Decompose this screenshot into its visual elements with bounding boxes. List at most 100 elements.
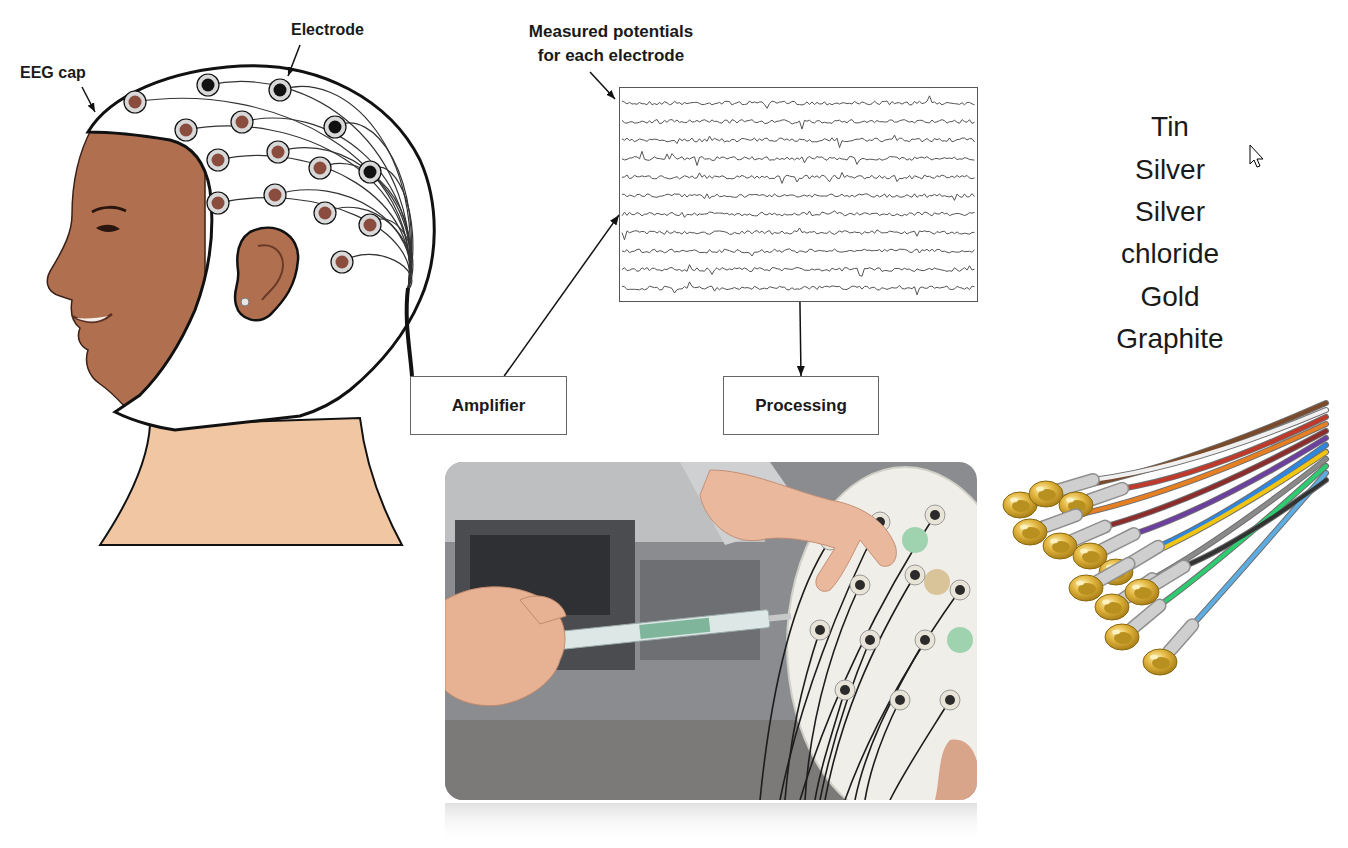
photo-content xyxy=(445,462,977,800)
electrode-wire xyxy=(335,123,412,290)
process-box: Amplifier xyxy=(410,376,567,435)
gold-cup-electrode xyxy=(1097,564,1128,582)
gold-cup-electrode xyxy=(1105,606,1160,650)
gold-cup-electrode xyxy=(1050,539,1058,544)
gold-cup-electrode xyxy=(1036,487,1044,492)
photo-content xyxy=(810,620,830,640)
electrode-wire xyxy=(218,198,410,290)
electrode xyxy=(309,157,331,179)
electrode xyxy=(314,202,336,224)
eeg-trace xyxy=(622,151,975,165)
electrode-contact xyxy=(212,197,225,210)
photo-content xyxy=(840,685,850,695)
gold-cup-electrode xyxy=(1058,480,1092,490)
gold-cup-electrode xyxy=(1143,649,1177,675)
photo-content xyxy=(924,569,950,595)
photo-content xyxy=(785,630,820,800)
ear xyxy=(235,228,298,320)
gold-electrodes xyxy=(1003,403,1326,675)
lead-wire xyxy=(1184,480,1326,567)
gold-cup-electrode xyxy=(1042,515,1076,527)
lead-wire xyxy=(1160,466,1326,606)
gold-cup-electrode xyxy=(1097,564,1128,582)
material-name: Graphite xyxy=(1090,318,1250,360)
electrode-contact xyxy=(236,116,249,129)
electrode-wire xyxy=(186,126,410,290)
eeg-trace xyxy=(622,282,975,295)
photo-content xyxy=(945,695,955,705)
photo-content xyxy=(920,635,930,645)
flow-arrow xyxy=(800,302,801,376)
gold-cup-electrode xyxy=(1153,567,1184,586)
leader-line xyxy=(288,45,300,76)
electrode-wire xyxy=(218,155,410,290)
head-illustration xyxy=(47,66,434,545)
eyebrow xyxy=(92,207,126,212)
photo-content xyxy=(930,510,940,520)
photo-content xyxy=(855,580,865,590)
electrode xyxy=(124,91,146,113)
photo-content xyxy=(700,470,896,591)
leader-lines xyxy=(82,45,615,112)
electrode xyxy=(324,116,346,138)
gold-cup-electrode xyxy=(1013,519,1047,545)
lab-photo xyxy=(445,462,1023,843)
electrode-contact xyxy=(364,219,377,232)
gold-cup-electrode xyxy=(1169,625,1193,652)
photo-content xyxy=(895,695,905,705)
eeg-trace xyxy=(622,211,975,218)
gold-cup-electrode xyxy=(1072,527,1105,541)
electrode-contact xyxy=(364,166,377,179)
photo-content xyxy=(910,570,920,580)
photo-content xyxy=(905,565,925,585)
gold-cup-electrode xyxy=(1143,625,1192,675)
electrode xyxy=(207,192,229,214)
photo-content xyxy=(825,575,915,800)
photo-content xyxy=(445,587,565,706)
electrode-wires xyxy=(135,82,413,290)
electrode-ring xyxy=(264,184,286,206)
electrode-ring xyxy=(197,74,219,96)
electrode xyxy=(331,251,353,273)
gold-cup-electrode xyxy=(1132,585,1140,590)
ear-detail xyxy=(258,245,283,300)
photo-content xyxy=(902,527,928,553)
electrode xyxy=(269,79,291,101)
photo-content xyxy=(769,613,792,621)
electrode-contact xyxy=(180,124,193,137)
electrode-ring xyxy=(124,91,146,113)
lead-wire xyxy=(1122,417,1326,489)
gold-cup-electrode xyxy=(1010,498,1018,503)
electrode-ring xyxy=(207,192,229,214)
earring xyxy=(241,298,249,306)
electrode-ring xyxy=(359,214,381,236)
neck xyxy=(100,418,402,545)
teeth xyxy=(76,316,108,322)
eeg-trace xyxy=(622,96,975,108)
electrode xyxy=(359,161,381,183)
gold-cup-electrode xyxy=(1058,480,1092,490)
cable xyxy=(407,288,412,376)
wire-outline xyxy=(1134,438,1326,534)
electrode-contact xyxy=(272,146,285,159)
gold-cup-electrode xyxy=(1076,581,1084,586)
gold-cup-electrode xyxy=(1102,534,1134,550)
gold-cup-electrode xyxy=(1125,567,1184,605)
electrode-ring xyxy=(314,202,336,224)
leader-line xyxy=(590,72,615,99)
wire-outline xyxy=(1122,417,1326,489)
electrode-ring xyxy=(359,161,381,183)
photo-content xyxy=(950,580,970,600)
part-label: EEG cap xyxy=(20,63,86,83)
electrode-wire xyxy=(135,98,409,290)
gold-cup-electrode xyxy=(1043,533,1077,559)
electrode xyxy=(207,149,229,171)
electrode xyxy=(264,184,286,206)
material-name: Silver chloride xyxy=(1090,191,1250,275)
electrode xyxy=(267,141,289,163)
photo-content xyxy=(850,575,870,595)
material-name: Silver xyxy=(1090,149,1250,191)
photo-content xyxy=(815,690,845,800)
gold-cup-electrode xyxy=(1066,498,1074,503)
electrode-wire xyxy=(325,207,411,290)
